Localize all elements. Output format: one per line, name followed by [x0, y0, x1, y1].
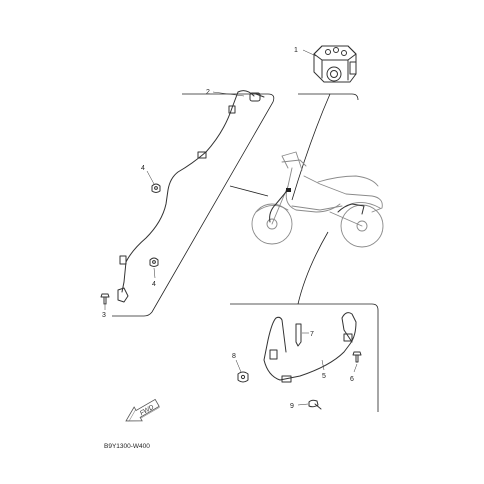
- leader-rear: [297, 231, 329, 305]
- callout-6: 6: [350, 376, 354, 383]
- callout-4b: 4: [152, 281, 156, 288]
- callout-numbers: 1 2 3 4 4 5 6 7 8 9: [102, 47, 354, 410]
- front-wheel: [251, 203, 293, 245]
- abs-unit-position: [286, 188, 291, 192]
- floorboard: [291, 205, 343, 211]
- clip-part-7: [295, 323, 302, 347]
- callout-5: 5: [322, 373, 326, 380]
- leader-callout-8: [235, 359, 242, 373]
- clamp-part-4b: [149, 257, 159, 267]
- handlebar: [281, 159, 307, 167]
- leader-callout-4a: [146, 170, 155, 185]
- callout-4a: 4: [141, 165, 145, 172]
- leader-front: [229, 185, 269, 197]
- rear-harness-route: [337, 203, 365, 215]
- front-body: [285, 185, 341, 213]
- leader-callout-6: [353, 363, 358, 373]
- seat: [317, 175, 379, 187]
- clamp-part-8: [237, 371, 249, 383]
- leader-callout-9: [297, 403, 309, 406]
- section-frames: [112, 93, 379, 412]
- callout-2: 2: [206, 89, 210, 96]
- rear-wheel: [340, 204, 384, 248]
- leader-callout-2: [212, 91, 245, 97]
- abs-hydraulic-unit: [313, 45, 357, 83]
- screw-part-9: [308, 399, 322, 410]
- leader-abs: [291, 93, 331, 201]
- leader-callout-4b: [153, 267, 156, 279]
- fwd-arrow-icon: FWD: [125, 398, 160, 422]
- tail-body: [303, 175, 383, 213]
- leader-lines: [229, 93, 331, 305]
- leader-callout-5: [321, 359, 325, 371]
- front-wheel-sensor-harness: [117, 90, 265, 303]
- front-harness-route: [269, 191, 287, 223]
- bolt-part-3: [100, 293, 110, 305]
- reference-code: B9Y1300-W400: [104, 443, 150, 450]
- rear-wheel-hub: [356, 220, 368, 232]
- front-sensor-frame: [112, 93, 275, 317]
- leader-callout-1: [302, 49, 317, 57]
- callout-3: 3: [102, 312, 106, 319]
- front-fender: [255, 205, 289, 213]
- callout-9: 9: [290, 403, 294, 410]
- windscreen: [281, 151, 303, 171]
- abs-unit-frame: [298, 93, 359, 101]
- clamp-part-4a: [151, 183, 161, 193]
- bolt-part-6: [352, 351, 362, 363]
- harness-on-bike: [269, 188, 365, 223]
- callout-7: 7: [310, 331, 314, 338]
- front-fork: [271, 167, 293, 225]
- rear-wheel-sensor-harness: [263, 312, 357, 383]
- motorcycle-outline: [251, 151, 384, 248]
- callout-1: 1: [294, 47, 298, 54]
- rear-sensor-frame: [230, 303, 379, 412]
- callout-8: 8: [232, 353, 236, 360]
- front-wheel-hub: [266, 218, 278, 230]
- swingarm: [329, 211, 363, 227]
